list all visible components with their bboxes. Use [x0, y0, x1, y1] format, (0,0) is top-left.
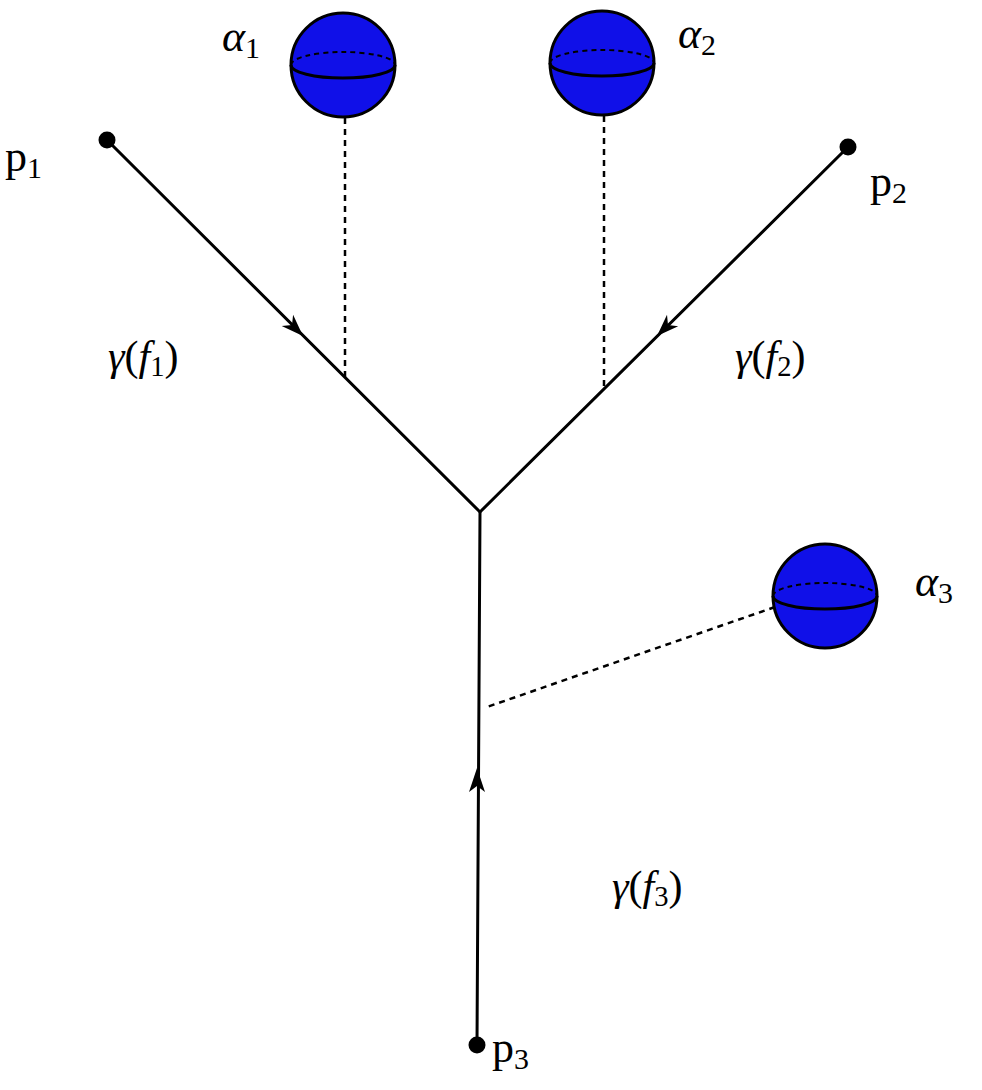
sphere-node: α1	[288, 10, 398, 120]
sphere-shape	[288, 10, 398, 120]
glyph: f	[766, 333, 778, 379]
glyph: (	[629, 863, 643, 909]
point-dot	[840, 139, 857, 156]
glyph: (	[125, 333, 139, 379]
point-node: p2	[839, 138, 857, 156]
glyph: p	[5, 132, 27, 181]
sphere-body	[550, 11, 654, 115]
glyph: α	[915, 557, 938, 606]
arrow-head	[469, 768, 485, 792]
sphere-label: α3	[915, 560, 953, 608]
sphere-label: α2	[678, 12, 716, 60]
point-label: p2	[870, 160, 907, 208]
sphere-equator-back	[550, 50, 654, 63]
point-shape	[468, 1036, 486, 1054]
curve-label: γ(f3)	[612, 865, 683, 912]
curve-label: γ(f1)	[108, 335, 179, 382]
point-node: p3	[468, 1036, 486, 1054]
glyph: 1	[27, 151, 42, 184]
glyph: (	[752, 333, 766, 379]
glyph: 3	[938, 576, 953, 609]
sphere-equator-back	[291, 52, 395, 65]
arrow-head	[282, 315, 303, 336]
glyph: 2	[777, 351, 791, 382]
dotted-leader	[344, 118, 347, 378]
glyph: p	[870, 157, 892, 206]
point-shape	[98, 131, 116, 149]
sphere-shape	[547, 8, 657, 118]
arrow-head	[657, 315, 678, 336]
dotted-leader	[603, 116, 606, 386]
sphere-node: α3	[770, 541, 880, 651]
glyph: 2	[701, 28, 716, 61]
glyph: 3	[654, 881, 668, 912]
sphere-node: α2	[547, 8, 657, 118]
sphere-equator	[773, 596, 877, 609]
dotted-leader	[487, 607, 775, 707]
glyph: α	[678, 9, 701, 58]
sphere-label: α1	[222, 15, 260, 63]
sphere-equator-back	[773, 583, 877, 596]
sphere-equator	[550, 63, 654, 76]
sphere-body	[291, 13, 395, 117]
glyph: 1	[150, 351, 164, 382]
sphere-equator	[291, 65, 395, 78]
glyph: )	[165, 333, 179, 379]
curve-label: γ(f2)	[735, 335, 806, 382]
sphere-shape	[770, 541, 880, 651]
point-label: p3	[492, 1026, 529, 1074]
glyph: 3	[514, 1042, 529, 1075]
glyph: f	[643, 863, 655, 909]
glyph: γ	[735, 333, 752, 379]
glyph: )	[792, 333, 806, 379]
point-dot	[469, 1037, 486, 1054]
point-node: p1	[98, 131, 116, 149]
sphere-body	[773, 544, 877, 648]
glyph: 1	[245, 31, 260, 64]
glyph: p	[492, 1023, 514, 1072]
glyph: α	[222, 12, 245, 61]
glyph: γ	[612, 863, 629, 909]
glyph: )	[669, 863, 683, 909]
point-label: p1	[5, 135, 42, 183]
glyph: 2	[892, 176, 907, 209]
point-shape	[839, 138, 857, 156]
tree-branch	[107, 140, 848, 512]
glyph: γ	[108, 333, 125, 379]
glyph: f	[139, 333, 151, 379]
point-dot	[99, 132, 116, 149]
